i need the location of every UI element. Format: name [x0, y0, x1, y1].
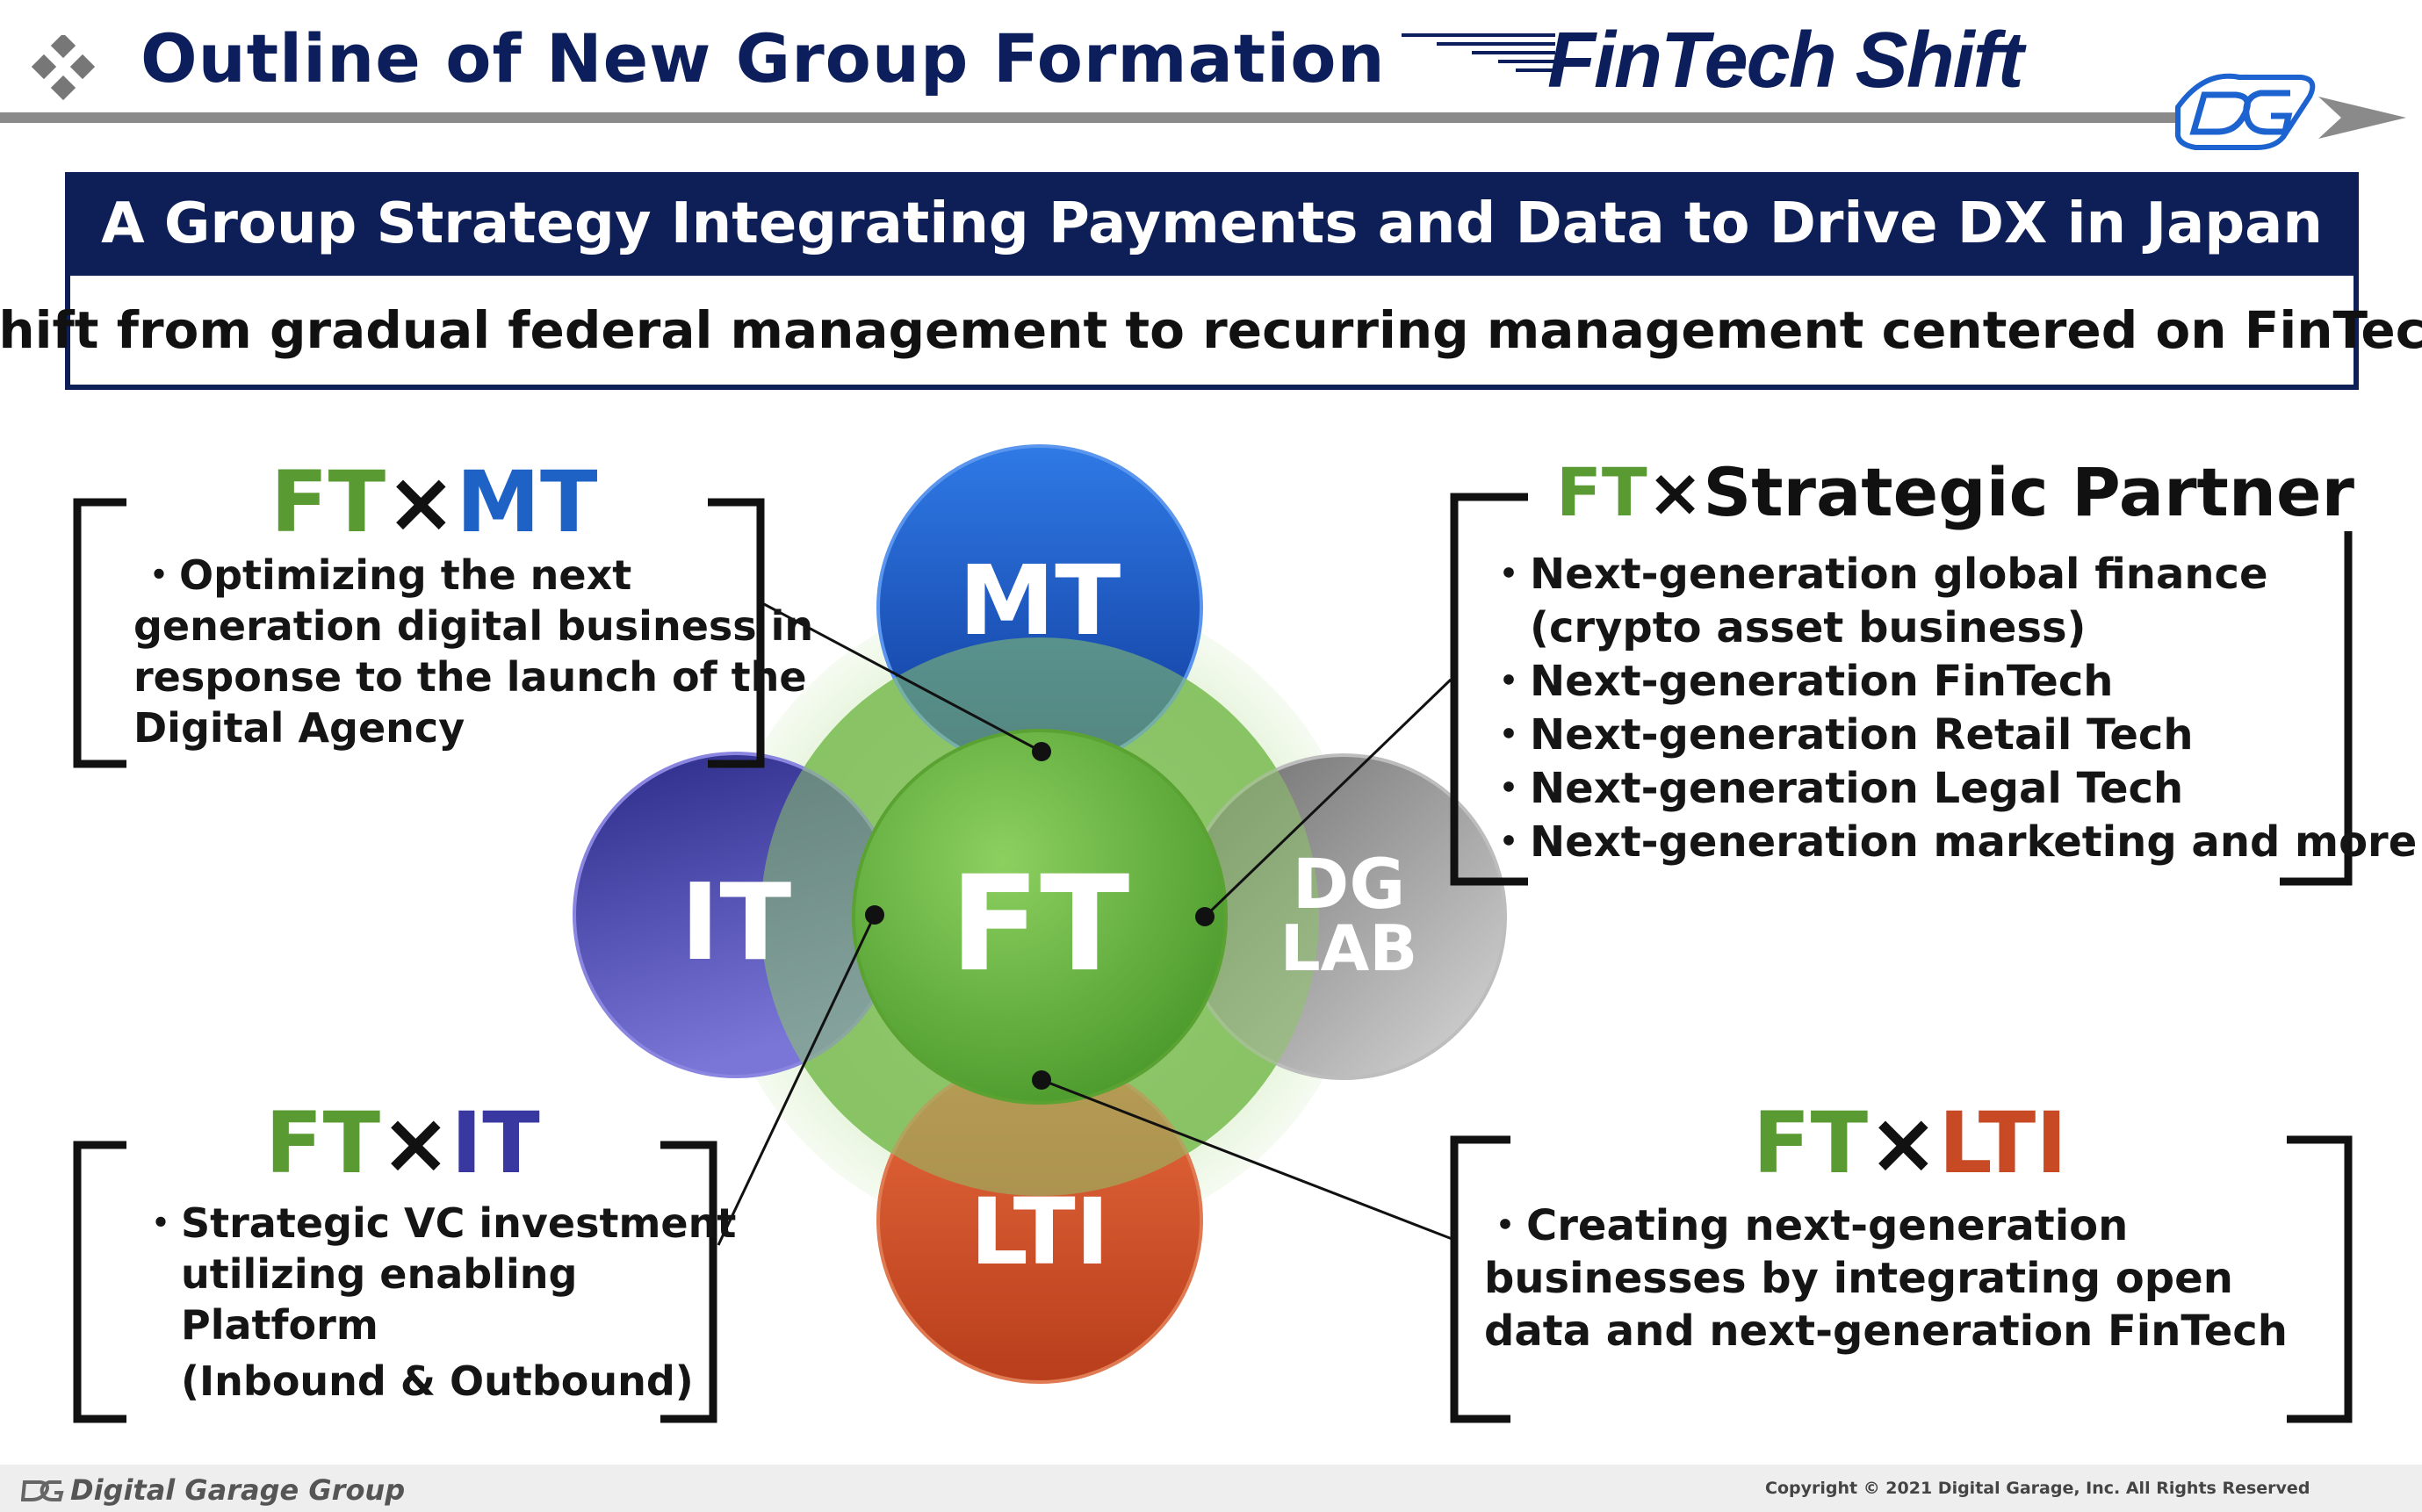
panel-it-line: Platform [141, 1301, 378, 1349]
panel-lti-suffix: LTI [1938, 1094, 2067, 1192]
panel-partner-line: ・Next-generation marketing and more [1488, 817, 2418, 867]
panel-mt-line: generation digital business in [133, 602, 814, 650]
panel-lti-times: × [1868, 1094, 1939, 1192]
dglab-circle-label: DG LAB [1279, 846, 1419, 985]
connector-lti [1041, 1078, 1455, 1242]
footer-copyright: Copyright © 2021 Digital Garage, Inc. Al… [1765, 1479, 2310, 1498]
panel-it-line: (Inbound & Outbound) [141, 1357, 694, 1405]
panel-mt-prefix: FT [270, 453, 386, 551]
footer-company: Digital Garage Group [70, 1473, 406, 1507]
connector-it [717, 914, 876, 1246]
bracket-mt-right [708, 498, 765, 768]
panel-partner-line: ・Next-generation global finance [1488, 550, 2268, 599]
footer-bar [0, 1465, 2422, 1512]
connector-dot-it [865, 905, 884, 925]
panel-lti-body: ・Creating next-generation businesses by … [1484, 1199, 2288, 1357]
lti-circle-label: LTI [970, 1178, 1110, 1285]
panel-it-times: × [380, 1094, 451, 1192]
diamond-cluster-icon [31, 35, 96, 101]
bracket-it-left [73, 1141, 126, 1423]
panel-mt-line: Digital Agency [133, 704, 465, 752]
panel-partner-title: FT×Strategic Partner [1547, 453, 2364, 531]
bracket-it-right [660, 1141, 717, 1423]
connector-partner [1203, 678, 1452, 918]
panel-it-title: FT×IT [265, 1094, 540, 1192]
panel-partner-body: ・Next-generation global finance (crypto … [1488, 548, 2417, 869]
strategy-banner: A Group Strategy Integrating Payments an… [65, 172, 2359, 276]
panel-partner-line: (crypto asset business) [1488, 603, 2087, 652]
panel-it-body: ・Strategic VC investment utilizing enabl… [141, 1198, 736, 1407]
panel-partner-line: ・Next-generation Retail Tech [1488, 710, 2194, 760]
bracket-lti-left [1450, 1135, 1510, 1423]
panel-it-line: ・Strategic VC investment [141, 1199, 737, 1247]
panel-partner-suffix: Strategic Partner [1703, 453, 2355, 531]
panel-it-line: utilizing enabling [141, 1250, 578, 1298]
strategy-subline: Shift from gradual federal management to… [0, 276, 2422, 390]
dglab-label-lab: LAB [1279, 911, 1418, 985]
panel-partner-prefix: FT [1556, 453, 1647, 531]
dglab-label-dg: DG [1292, 846, 1406, 925]
dg-small-logo-icon [21, 1480, 64, 1501]
panel-mt-suffix: MT [456, 453, 598, 551]
page-title: Outline of New Group Formation [141, 19, 1386, 97]
panel-partner-line: ・Next-generation Legal Tech [1488, 764, 2184, 813]
bracket-mt-left [73, 498, 126, 768]
panel-lti-line: data and next-generation FinTech [1484, 1307, 2288, 1356]
panel-partner-line: ・Next-generation FinTech [1488, 657, 2114, 706]
panel-mt-title: FT×MT [270, 453, 598, 551]
connector-mt [763, 602, 1042, 753]
connector-dot-partner [1195, 907, 1215, 926]
speed-lines-icon [1402, 33, 1555, 72]
ft-circle-label: FT [949, 848, 1130, 1001]
panel-mt-times: × [386, 453, 457, 551]
bracket-lti-right [2287, 1135, 2353, 1423]
panel-it-suffix: IT [451, 1094, 540, 1192]
connector-dot-mt [1032, 742, 1051, 761]
panel-mt-line: response to the launch of the [133, 653, 807, 701]
panel-lti-line: businesses by integrating open [1484, 1254, 2233, 1303]
panel-lti-line: ・Creating next-generation [1484, 1201, 2129, 1250]
panel-mt-body: ・Optimizing the next generation digital … [133, 550, 813, 753]
panel-it-prefix: FT [265, 1094, 381, 1192]
panel-mt-line: ・Optimizing the next [139, 551, 632, 599]
brand-logo: FinTech Shift [1547, 17, 2024, 104]
title-divider [0, 112, 2178, 123]
panel-lti-title: FT×LTI [1753, 1094, 2067, 1192]
mt-circle-label: MT [958, 544, 1121, 657]
dg-arrow-logo-icon [2174, 73, 2406, 150]
ft-core-circle [852, 729, 1228, 1105]
panel-lti-prefix: FT [1753, 1094, 1869, 1192]
bracket-partner-left [1450, 493, 1528, 886]
connector-dot-lti [1032, 1070, 1051, 1090]
it-circle-label: IT [680, 862, 792, 984]
panel-partner-times: × [1647, 453, 1704, 531]
